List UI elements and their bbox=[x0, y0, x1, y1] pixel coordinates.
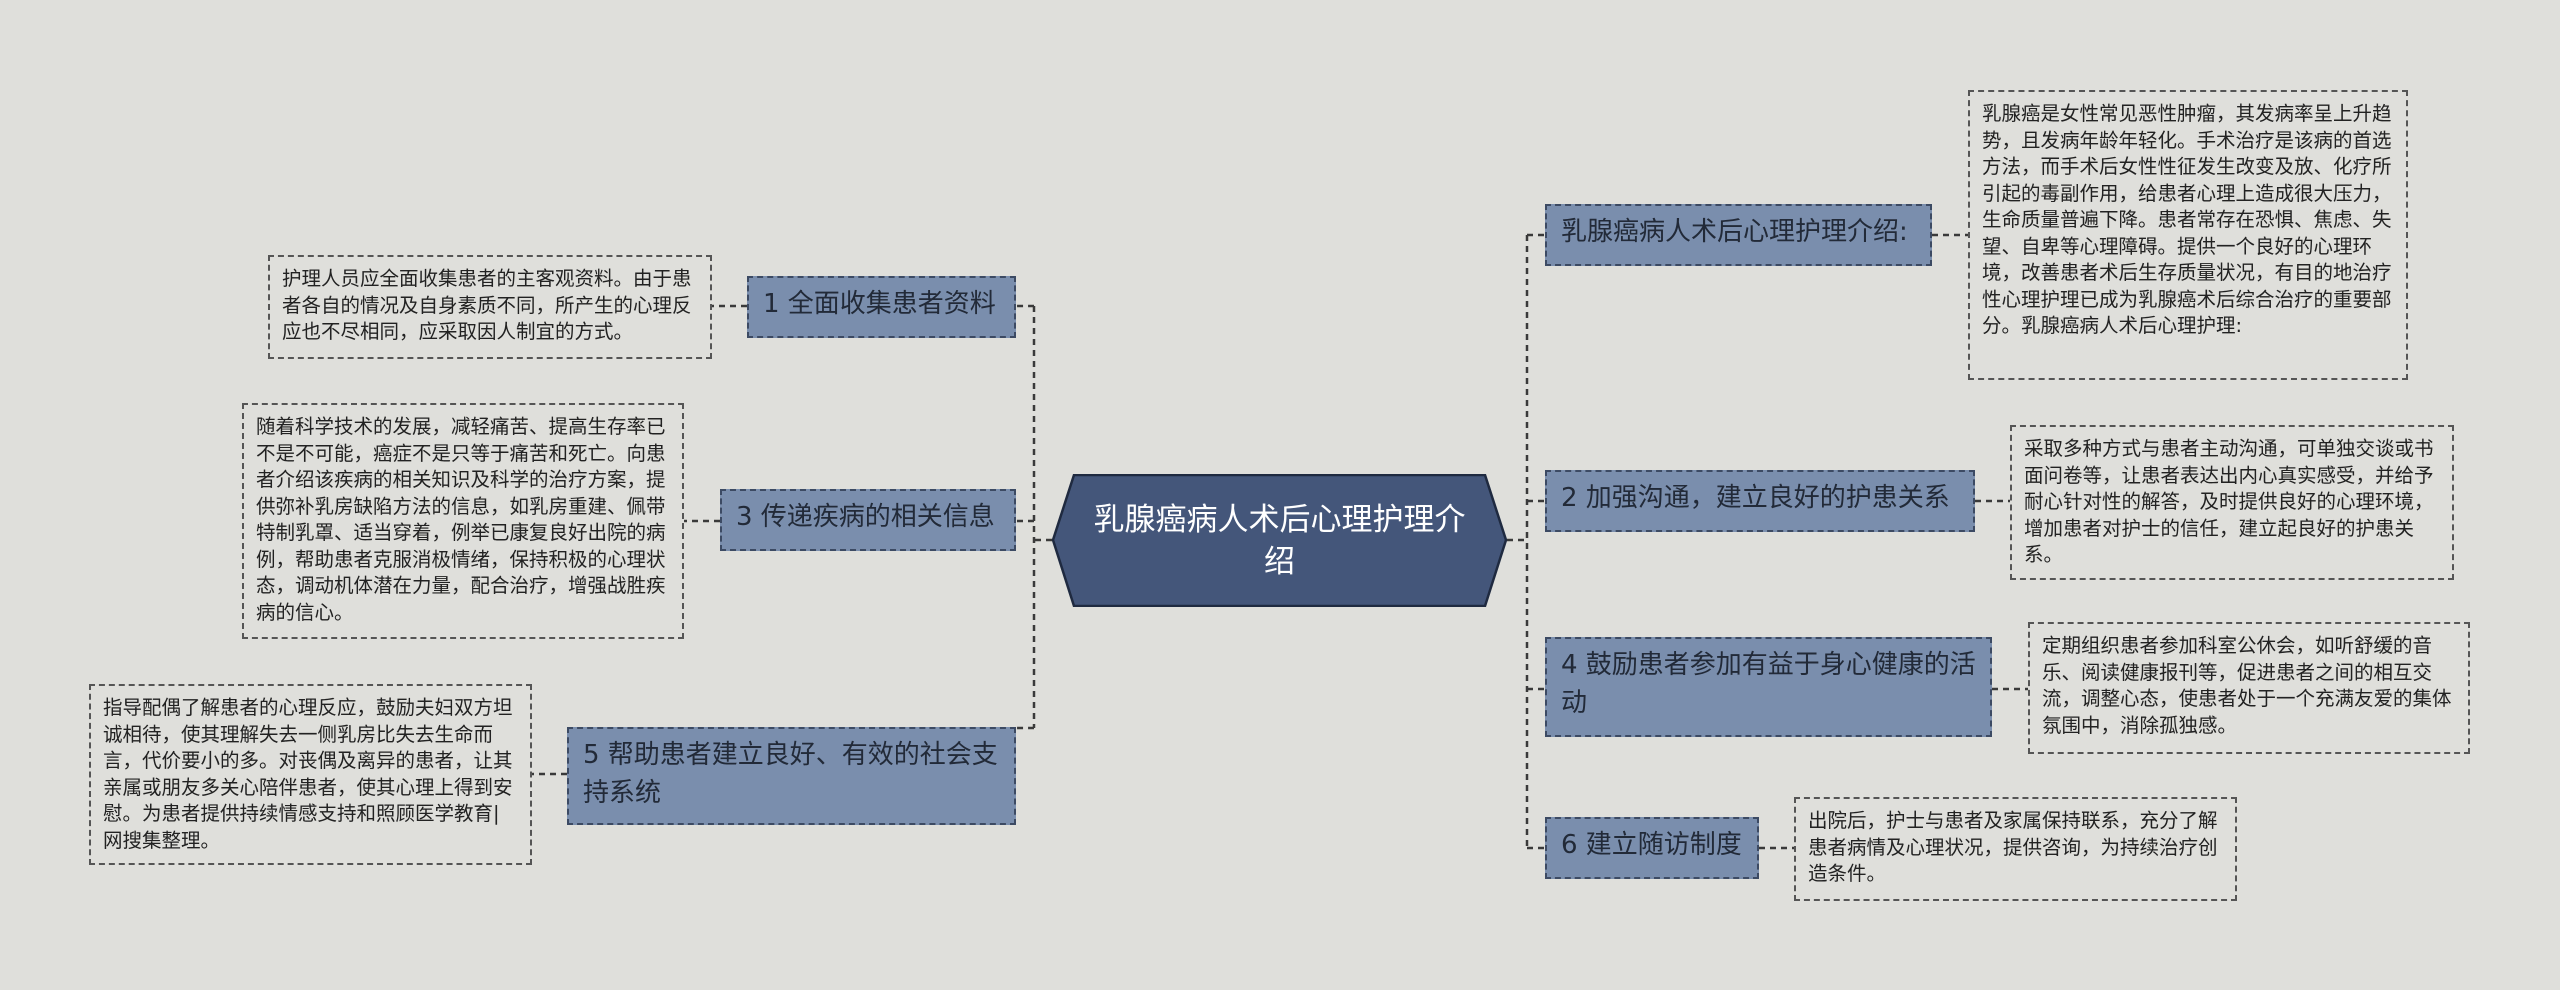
branch-label: 3 传递疾病的相关信息 bbox=[736, 502, 995, 532]
root-title: 乳腺癌病人术后心理护理介绍 bbox=[1093, 501, 1466, 580]
leaf-communication: 采取多种方式与患者主动沟通，可单独交谈或书面问卷等，让患者表达出内心真实感受，并… bbox=[2010, 425, 2454, 580]
branch-label: 2 加强沟通，建立良好的护患关系 bbox=[1561, 483, 1950, 513]
leaf-text: 护理人员应全面收集患者的主客观资料。由于患者各自的情况及自身素质不同，所产生的心… bbox=[282, 267, 692, 343]
connector-right-trunk bbox=[1507, 235, 1529, 848]
branch-communication[interactable]: 2 加强沟通，建立良好的护患关系 bbox=[1545, 470, 1975, 532]
leaf-social-support: 指导配偶了解患者的心理反应，鼓励夫妇双方坦诚相待，使其理解失去一侧乳房比失去生命… bbox=[89, 684, 532, 865]
branch-label: 乳腺癌病人术后心理护理介绍: bbox=[1561, 217, 1908, 247]
branch-label: 6 建立随访制度 bbox=[1561, 830, 1742, 860]
branch-social-support[interactable]: 5 帮助患者建立良好、有效的社会支持系统 bbox=[567, 727, 1016, 825]
leaf-text: 乳腺癌是女性常见恶性肿瘤，其发病率呈上升趋势，且发病年龄年轻化。手术治疗是该病的… bbox=[1982, 102, 2392, 337]
leaf-text: 采取多种方式与患者主动沟通，可单独交谈或书面问卷等，让患者表达出内心真实感受，并… bbox=[2024, 437, 2434, 566]
leaf-text: 定期组织患者参加科室公休会，如听舒缓的音乐、阅读健康报刊等，促进患者之间的相互交… bbox=[2042, 634, 2452, 737]
leaf-disease-info: 随着科学技术的发展，减轻痛苦、提高生存率已不是不可能，癌症不是只等于痛苦和死亡。… bbox=[242, 403, 684, 639]
branch-label: 1 全面收集患者资料 bbox=[763, 289, 996, 319]
leaf-follow-up: 出院后，护士与患者及家属保持联系，充分了解患者病情及心理状况，提供咨询，为持续治… bbox=[1794, 797, 2237, 901]
leaf-activities: 定期组织患者参加科室公休会，如听舒缓的音乐、阅读健康报刊等，促进患者之间的相互交… bbox=[2028, 622, 2470, 754]
connector-left-trunk bbox=[1032, 306, 1052, 728]
branch-activities[interactable]: 4 鼓励患者参加有益于身心健康的活动 bbox=[1545, 637, 1992, 737]
branch-label: 5 帮助患者建立良好、有效的社会支持系统 bbox=[583, 740, 998, 808]
leaf-text: 随着科学技术的发展，减轻痛苦、提高生存率已不是不可能，癌症不是只等于痛苦和死亡。… bbox=[256, 415, 666, 624]
leaf-intro: 乳腺癌是女性常见恶性肿瘤，其发病率呈上升趋势，且发病年龄年轻化。手术治疗是该病的… bbox=[1968, 90, 2408, 380]
leaf-collect-data: 护理人员应全面收集患者的主客观资料。由于患者各自的情况及自身素质不同，所产生的心… bbox=[268, 255, 712, 359]
root-shape bbox=[1052, 474, 1507, 607]
branch-label: 4 鼓励患者参加有益于身心健康的活动 bbox=[1561, 650, 1976, 718]
branch-disease-info[interactable]: 3 传递疾病的相关信息 bbox=[720, 489, 1016, 551]
branch-collect-data[interactable]: 1 全面收集患者资料 bbox=[747, 276, 1016, 338]
branch-follow-up[interactable]: 6 建立随访制度 bbox=[1545, 817, 1759, 879]
leaf-text: 指导配偶了解患者的心理反应，鼓励夫妇双方坦诚相待，使其理解失去一侧乳房比失去生命… bbox=[103, 696, 513, 852]
leaf-text: 出院后，护士与患者及家属保持联系，充分了解患者病情及心理状况，提供咨询，为持续治… bbox=[1808, 809, 2218, 885]
root-topic[interactable]: 乳腺癌病人术后心理护理介绍 bbox=[1052, 474, 1507, 607]
branch-intro[interactable]: 乳腺癌病人术后心理护理介绍: bbox=[1545, 204, 1932, 266]
